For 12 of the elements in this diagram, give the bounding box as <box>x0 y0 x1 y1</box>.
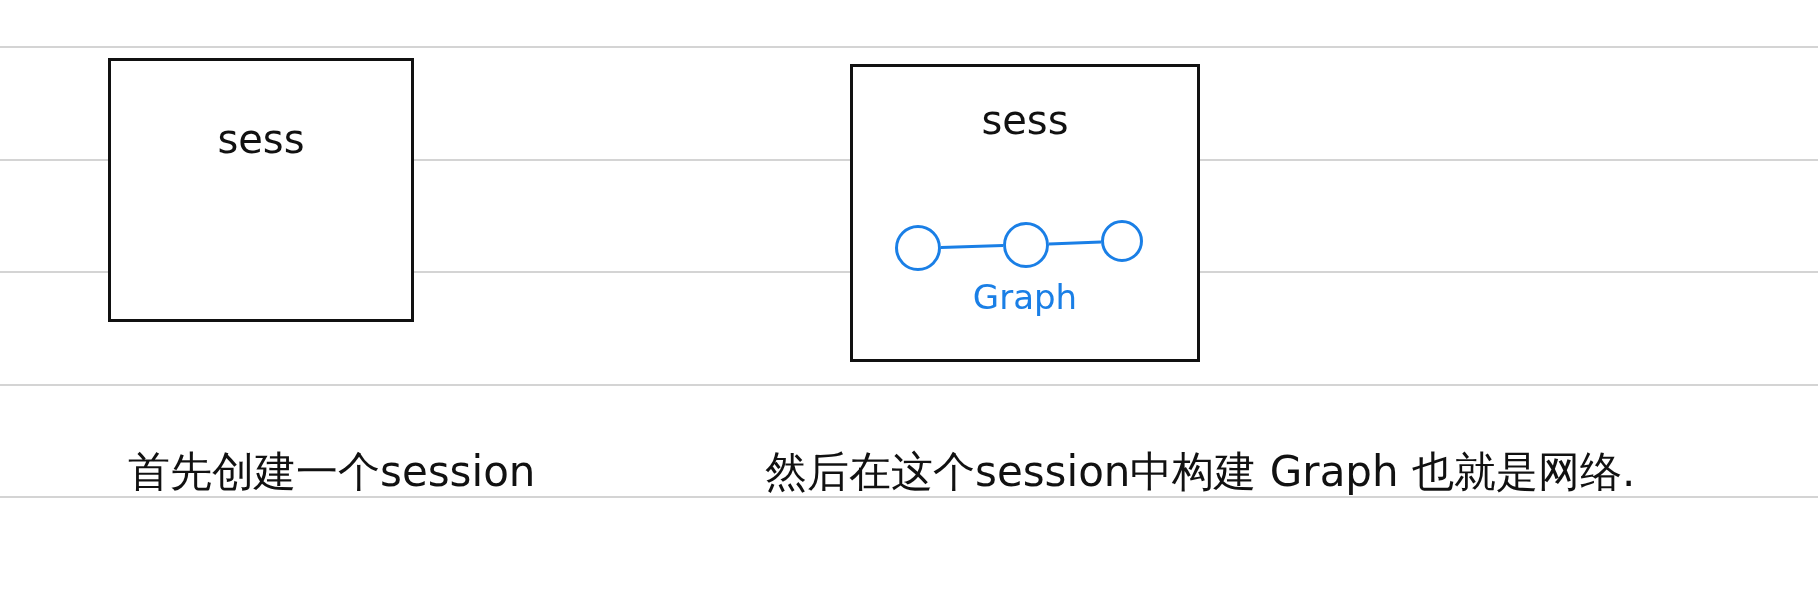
graph-label: Graph <box>971 277 1079 317</box>
graph-node-circle <box>1003 222 1049 268</box>
box-title: sess <box>216 116 306 162</box>
session-box <box>850 64 1200 362</box>
graph-node-circle <box>1101 220 1143 262</box>
connector-line <box>1048 240 1102 246</box>
session-box <box>108 58 414 322</box>
handwritten-note: 然后在这个session中构建 Graph 也就是网络. <box>765 446 1636 498</box>
handwritten-note: 首先创建一个session <box>128 446 536 498</box>
connector-line <box>940 244 1004 249</box>
box-title: sess <box>980 97 1070 143</box>
graph-node-circle <box>895 225 941 271</box>
